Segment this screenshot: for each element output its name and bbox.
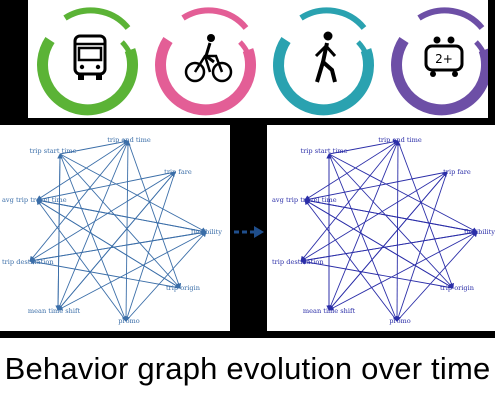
node-label: flexibility [464,228,495,236]
graph-edge [328,231,478,311]
node-label: trip fare [443,168,471,176]
graph-edge [36,199,207,234]
node-label: trip origin [440,284,475,292]
graph-edge [59,153,181,289]
graph-edge [36,199,127,322]
graph-before-svg: trip start time trip end time trip fare fle… [2,136,222,325]
graph-edge [328,171,448,311]
node-label: avg trip travel time [272,196,337,204]
graph-edge [395,140,401,322]
graph-edge [300,171,448,262]
node-label: trip start time [300,147,347,155]
node-label: trip origin [166,284,201,292]
node-label: mean time shift [303,307,356,315]
node-label: promo [389,317,411,325]
graph-edge [300,230,478,262]
graph-edge [36,199,181,289]
graph-edge [304,199,478,234]
mode-icons-svg: 2+ [37,7,488,116]
bicycle-icon [155,7,256,116]
transition-arrow-icon [234,226,264,238]
graph-edge [328,153,454,289]
graph-edge [59,153,127,322]
graph-edge [397,140,454,289]
graph-edge [395,171,448,322]
caption-banner: Behavior graph evolution over time [0,338,495,400]
graph-edge [57,231,207,311]
node-label: trip end time [378,136,422,144]
graph-edge [127,140,182,289]
graph-edge [328,153,398,322]
graph-edge [125,140,131,322]
graph-edge [57,171,176,311]
graph-edge [300,259,454,289]
behavior-graph-before: trip start time trip end time trip fare fle… [0,125,230,331]
graph-edge [59,139,129,155]
graph-edge [36,171,176,202]
graph-edge [124,171,176,322]
node-label: trip fare [164,168,192,176]
node-label: trip start time [29,147,76,155]
graph-edge [396,231,478,322]
graph-edge [328,153,478,233]
graph-edge [304,199,398,322]
graph-edge [304,199,454,289]
pedestrian-icon [273,7,374,116]
graph-edge [328,140,399,311]
graph-edge [57,140,129,311]
node-label: flexibility [191,228,222,236]
node-label: mean time shift [28,307,81,315]
graph-edge [59,153,207,233]
carpool-label: 2+ [435,52,453,66]
node-label: trip end time [107,136,151,144]
graph-edge [36,140,129,201]
graph-edge [304,140,399,201]
graph-edge [57,153,63,311]
node-label: promo [118,317,140,325]
behavior-graph-after: trip start time trip end time trip fare fle… [267,125,495,331]
graph-edge [328,139,399,155]
graph-after-svg: trip start time trip end time trip fare fle… [272,136,495,325]
graph-edge [300,140,399,262]
mode-icons-strip: 2+ [28,0,488,118]
bus-icon [37,7,138,116]
carpool-icon: 2+ [391,7,488,116]
caption-text: Behavior graph evolution over time [4,351,491,386]
graph-edge [125,231,207,322]
graph-edge [29,171,176,262]
node-label: avg trip travel time [2,196,67,204]
node-label: trip destination [272,258,324,266]
graph-edge [29,259,181,289]
graph-edge [29,230,207,262]
node-label: trip destination [2,258,54,266]
graph-edge [29,140,129,262]
